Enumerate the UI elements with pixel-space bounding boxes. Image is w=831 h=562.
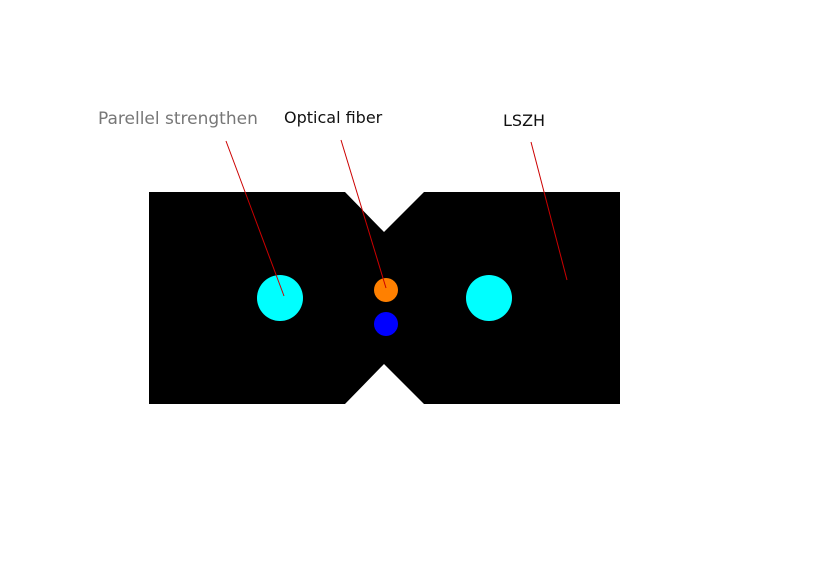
optical-fiber-orange (374, 278, 398, 302)
strength-member-right (466, 275, 512, 321)
leader-line-lszh (530, 141, 568, 281)
optical-fiber-blue (374, 312, 398, 336)
label-lszh: LSZH (503, 111, 546, 130)
label-optical-fiber: Optical fiber (284, 108, 383, 127)
leader-line-fiber (340, 139, 387, 289)
leader-line-strength (225, 140, 285, 297)
label-parallel-strengthen: Parellel strengthen (98, 109, 258, 129)
strength-member-left (257, 275, 303, 321)
